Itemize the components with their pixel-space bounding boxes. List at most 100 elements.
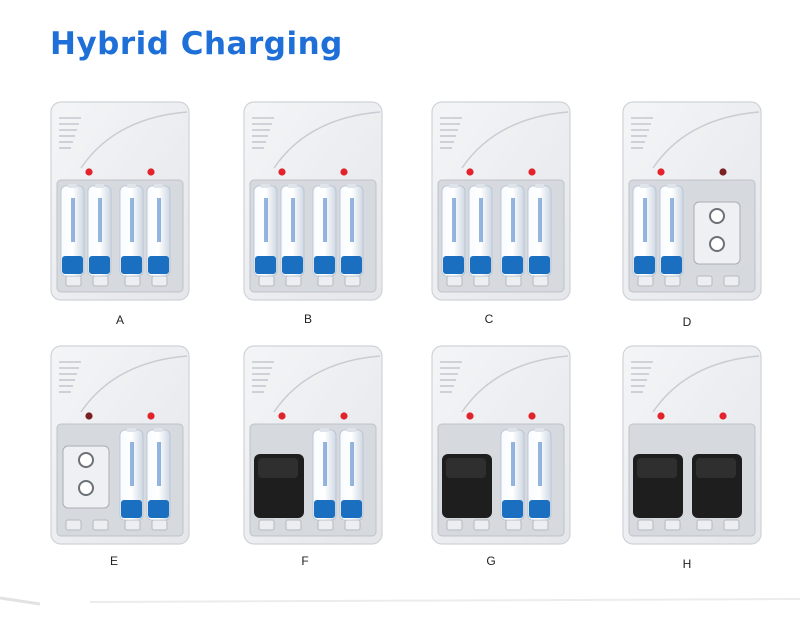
aa-battery-terminal: [154, 184, 163, 188]
aa-battery-terminal: [535, 184, 544, 188]
spring-contact: [664, 275, 681, 287]
spring-contact: [124, 519, 141, 531]
aa-battery-print: [323, 442, 327, 486]
aa-battery-print: [670, 198, 674, 242]
aa-battery-band: [470, 256, 491, 274]
charger-illustration: [431, 101, 571, 301]
aa-battery-print: [479, 198, 483, 242]
spring-contact: [258, 519, 275, 531]
spring-contact: [124, 275, 141, 287]
spring-contact: [664, 519, 681, 531]
charger-photo-e: E: [45, 342, 195, 582]
aa-battery-print: [157, 442, 161, 486]
aa-battery-print: [323, 198, 327, 242]
spring-contact: [92, 519, 109, 531]
aa-battery-terminal: [127, 184, 136, 188]
aa-battery-print: [643, 198, 647, 242]
spring-contact: [317, 519, 334, 531]
aa-battery-print: [538, 198, 542, 242]
indicator-led: [657, 168, 665, 176]
aa-battery-print: [452, 198, 456, 242]
spring-contact: [723, 519, 740, 531]
indicator-led: [147, 168, 155, 176]
charger-photo-c: C: [426, 98, 576, 338]
body-contour: [80, 355, 188, 413]
aa-battery-band: [341, 256, 362, 274]
charger-photo-f: F: [238, 342, 388, 582]
indicator-led: [278, 168, 286, 176]
indicator-led: [528, 168, 536, 176]
charger-label: H: [682, 557, 692, 571]
aa-battery-print: [157, 198, 161, 242]
charger-illustration: [431, 345, 571, 545]
aa-battery-terminal: [288, 184, 297, 188]
aa-battery-print: [71, 198, 75, 242]
nine-volt-highlight: [696, 458, 736, 478]
charger-photo-g: G: [426, 342, 576, 582]
indicator-led: [466, 412, 474, 420]
charger-label: C: [484, 312, 494, 326]
spring-contact: [65, 519, 82, 531]
aa-battery-band: [529, 256, 550, 274]
body-contour: [652, 111, 760, 169]
aa-battery-terminal: [320, 428, 329, 432]
spring-contact: [344, 275, 361, 287]
spring-contact: [317, 275, 334, 287]
indicator-led: [85, 412, 93, 420]
charger-photo-b: B: [238, 98, 388, 338]
spring-contact: [258, 275, 275, 287]
body-contour: [80, 111, 188, 169]
aa-battery-band: [314, 256, 335, 274]
aa-battery-terminal: [640, 184, 649, 188]
body-contour: [461, 355, 569, 413]
aa-battery-band: [255, 256, 276, 274]
indicator-led: [719, 168, 727, 176]
aa-battery-band: [502, 256, 523, 274]
indicator-led: [147, 412, 155, 420]
aa-battery-band: [282, 256, 303, 274]
aa-battery-print: [538, 442, 542, 486]
charger-label: D: [682, 315, 692, 329]
spring-contact: [285, 275, 302, 287]
charger-photo-d: D: [617, 98, 767, 338]
aa-battery-print: [511, 198, 515, 242]
aa-battery-terminal: [95, 184, 104, 188]
charger-label: A: [115, 313, 124, 327]
charger-illustration: [622, 101, 762, 301]
spring-contact: [637, 519, 654, 531]
charger-illustration: [50, 345, 190, 545]
nine-volt-highlight: [258, 458, 298, 478]
spring-contact: [696, 275, 713, 287]
aa-battery-print: [264, 198, 268, 242]
aa-battery-print: [291, 198, 295, 242]
spring-contact: [151, 519, 168, 531]
aa-battery-terminal: [320, 184, 329, 188]
aa-battery-terminal: [154, 428, 163, 432]
spring-contact: [505, 519, 522, 531]
aa-battery-band: [121, 256, 142, 274]
charger-label: B: [303, 312, 312, 326]
charger-label: E: [109, 554, 118, 568]
spring-contact: [285, 519, 302, 531]
aa-battery-band: [148, 256, 169, 274]
nine-volt-terminal: [78, 452, 94, 468]
aa-battery-band: [121, 500, 142, 518]
aa-battery-print: [130, 198, 134, 242]
indicator-led: [340, 168, 348, 176]
charger-illustration: [243, 101, 383, 301]
aa-battery-terminal: [68, 184, 77, 188]
aa-battery-band: [62, 256, 83, 274]
aa-battery-terminal: [667, 184, 676, 188]
aa-battery-print: [511, 442, 515, 486]
spring-contact: [723, 275, 740, 287]
indicator-led: [528, 412, 536, 420]
charger-illustration: [243, 345, 383, 545]
aa-battery-print: [130, 442, 134, 486]
charger-label: G: [486, 554, 496, 568]
aa-battery-terminal: [347, 428, 356, 432]
aa-battery-band: [502, 500, 523, 518]
spring-contact: [446, 275, 463, 287]
body-contour: [461, 111, 569, 169]
aa-battery-band: [634, 256, 655, 274]
spring-contact: [696, 519, 713, 531]
